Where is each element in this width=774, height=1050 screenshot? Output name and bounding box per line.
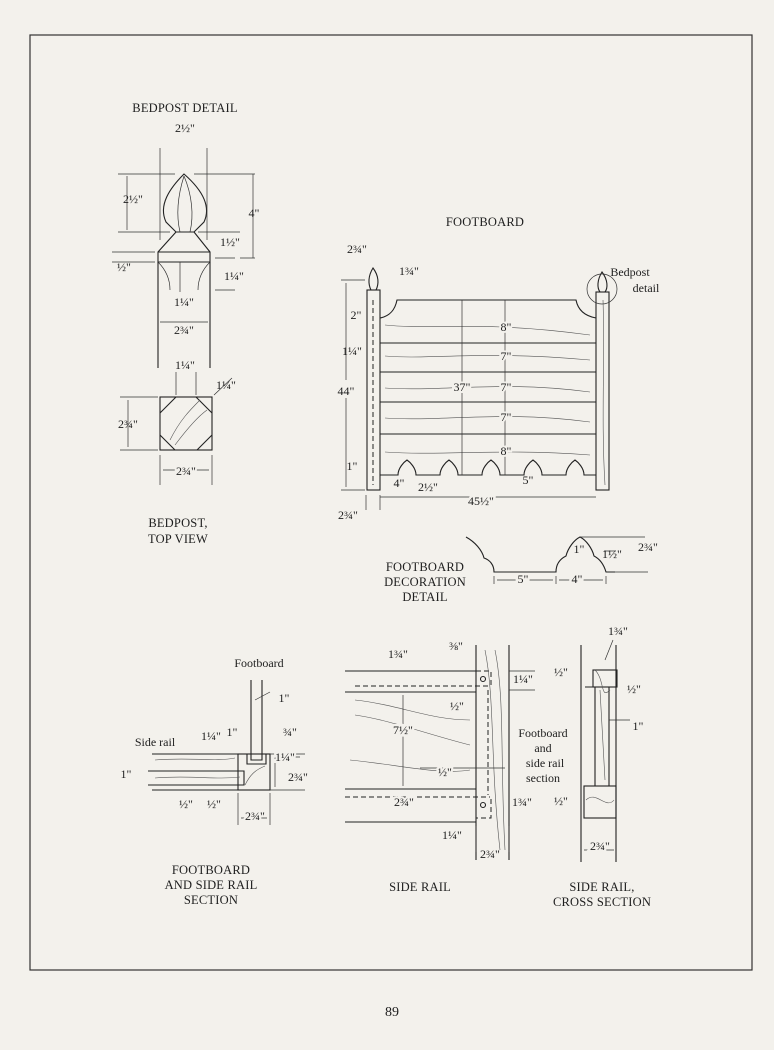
finial-drawing xyxy=(162,173,208,233)
bedpost-top-view-title: BEDPOST, xyxy=(148,516,207,530)
dimension-label: 4" xyxy=(249,206,260,220)
bedpost-top-view-title: TOP VIEW xyxy=(148,532,208,546)
page-frame xyxy=(29,34,753,971)
decoration-detail-title: DECORATION xyxy=(384,575,466,589)
side-rail-elevation: ⅜" 1¾" 1¼" ½" 7½" ½" 2¾" 1¾" 1¼" 2¾" Foo… xyxy=(345,639,570,894)
section-callout: section xyxy=(526,771,560,785)
cross-section-title: SIDE RAIL, xyxy=(569,880,634,894)
footboard-side-rail-section: Footboard Side rail 1" 1¼" 1" ¾" 1¼" 2¾"… xyxy=(121,656,309,907)
dimension-label: ½" xyxy=(438,765,452,779)
decoration-detail-title: DETAIL xyxy=(402,590,447,604)
section-title: AND SIDE RAIL xyxy=(165,878,258,892)
dimension-label: ½" xyxy=(554,794,568,808)
dimension-label: 37" xyxy=(454,380,471,394)
dimension-label: 2¾" xyxy=(394,795,414,809)
section-title: SECTION xyxy=(184,893,238,907)
dimension-label: 5" xyxy=(523,473,534,487)
dimension-label: 7" xyxy=(501,349,512,363)
page-number: 89 xyxy=(385,1005,399,1020)
dimension-label: 2" xyxy=(351,308,362,322)
dimension-label: 2½" xyxy=(123,192,143,206)
footboard-callout: Footboard xyxy=(234,656,283,670)
dimension-label: 4" xyxy=(572,572,583,586)
dimension-label: 1¾" xyxy=(388,647,408,661)
side-rail-callout: Side rail xyxy=(135,735,176,749)
dimension-label: 2¾" xyxy=(480,847,500,861)
dimension-label: 4" xyxy=(394,476,405,490)
dimension-label: 1¼" xyxy=(442,828,462,842)
section-callout: side rail xyxy=(526,756,565,770)
dimension-label: ½" xyxy=(554,665,568,679)
dimension-label: 5" xyxy=(518,572,529,586)
dimension-label: 2¾" xyxy=(590,839,610,853)
dimension-label: 1¼" xyxy=(201,729,221,743)
dimension-label: 1" xyxy=(279,691,290,705)
bedpost-detail-title: BEDPOST DETAIL xyxy=(132,101,237,115)
dimension-label: 7½" xyxy=(393,723,413,737)
side-rail-title: SIDE RAIL xyxy=(389,880,451,894)
dimension-label: ¾" xyxy=(283,725,297,739)
bedpost-top-view: 1¼" 1¼" 2¾" 2¾" BEDPOST, TOP VIEW xyxy=(118,358,236,546)
dimension-label: 1¼" xyxy=(275,750,295,764)
cross-section-title: CROSS SECTION xyxy=(553,895,651,909)
dimension-label: ⅜" xyxy=(449,639,463,653)
dimension-label: 1½" xyxy=(220,235,240,249)
dimension-label: 2¾" xyxy=(245,809,265,823)
dimension-label: 1¼" xyxy=(175,358,195,372)
dimension-label: 2¾" xyxy=(174,323,194,337)
dimension-label: ½" xyxy=(117,260,131,274)
dimension-label: 1¾" xyxy=(608,624,628,638)
section-callout: Footboard xyxy=(518,726,567,740)
dimension-label: 1" xyxy=(574,542,585,556)
dimension-label: 1¾" xyxy=(512,795,532,809)
dimension-label: 1" xyxy=(121,767,132,781)
dimension-label: 2½" xyxy=(418,480,438,494)
dimension-label: 1¼" xyxy=(513,672,533,686)
dimension-label: 2¾" xyxy=(176,464,196,478)
dimension-label: 2½" xyxy=(175,121,195,135)
dimension-label: ½" xyxy=(627,682,641,696)
dimension-label: ½" xyxy=(207,797,221,811)
dimension-label: 8" xyxy=(501,444,512,458)
dimension-label: 1" xyxy=(227,725,238,739)
dimension-label: 8" xyxy=(501,320,512,334)
dimension-label: 2¾" xyxy=(638,540,658,554)
dimension-label: 2¾" xyxy=(338,508,358,522)
dimension-label: 45½" xyxy=(468,494,494,508)
dimension-label: 7" xyxy=(501,380,512,394)
dimension-label: 2¾" xyxy=(288,770,308,784)
dimension-label: 1" xyxy=(347,459,358,473)
dimension-label: 1½" xyxy=(602,547,622,561)
decoration-detail-title: FOOTBOARD xyxy=(386,560,464,574)
bedpost-detail-callout-circle xyxy=(586,273,618,305)
dimension-label: 44" xyxy=(338,384,355,398)
dimension-label: 1¾" xyxy=(399,264,419,278)
footboard-elevation: FOOTBOARD Bedpost detail 2¾" 1¾" 2" 8" 1… xyxy=(338,215,660,522)
dimension-label: ½" xyxy=(450,699,464,713)
dimension-label: 7" xyxy=(501,410,512,424)
dimension-label: 1" xyxy=(633,719,644,733)
section-title: FOOTBOARD xyxy=(172,863,250,877)
section-callout: and xyxy=(534,741,551,755)
dimension-label: 1¼" xyxy=(174,295,194,309)
dimension-label: 2¾" xyxy=(118,417,138,431)
bedpost-detail-callout: detail xyxy=(633,281,660,295)
side-rail-cross-section: 1¾" ½" ½" 1" ½" 2¾" SIDE RAIL, CROSS SEC… xyxy=(553,624,651,909)
dimension-label: 1¼" xyxy=(216,378,236,392)
dimension-label: 1¼" xyxy=(342,344,362,358)
bedpost-detail: BEDPOST DETAIL 2½" 2½" 4" 1½" ½" 1¼" 1¼"… xyxy=(112,101,260,368)
footboard-title: FOOTBOARD xyxy=(446,215,524,229)
bedpost-detail-callout: Bedpost xyxy=(610,265,650,279)
dimension-label: 1¼" xyxy=(224,269,244,283)
dimension-label: ½" xyxy=(179,797,193,811)
footboard-decoration-detail: 1" 1½" 2¾" 5" 4" FOOTBOARD DECORATION DE… xyxy=(384,536,658,604)
dimension-label: 2¾" xyxy=(347,242,367,256)
